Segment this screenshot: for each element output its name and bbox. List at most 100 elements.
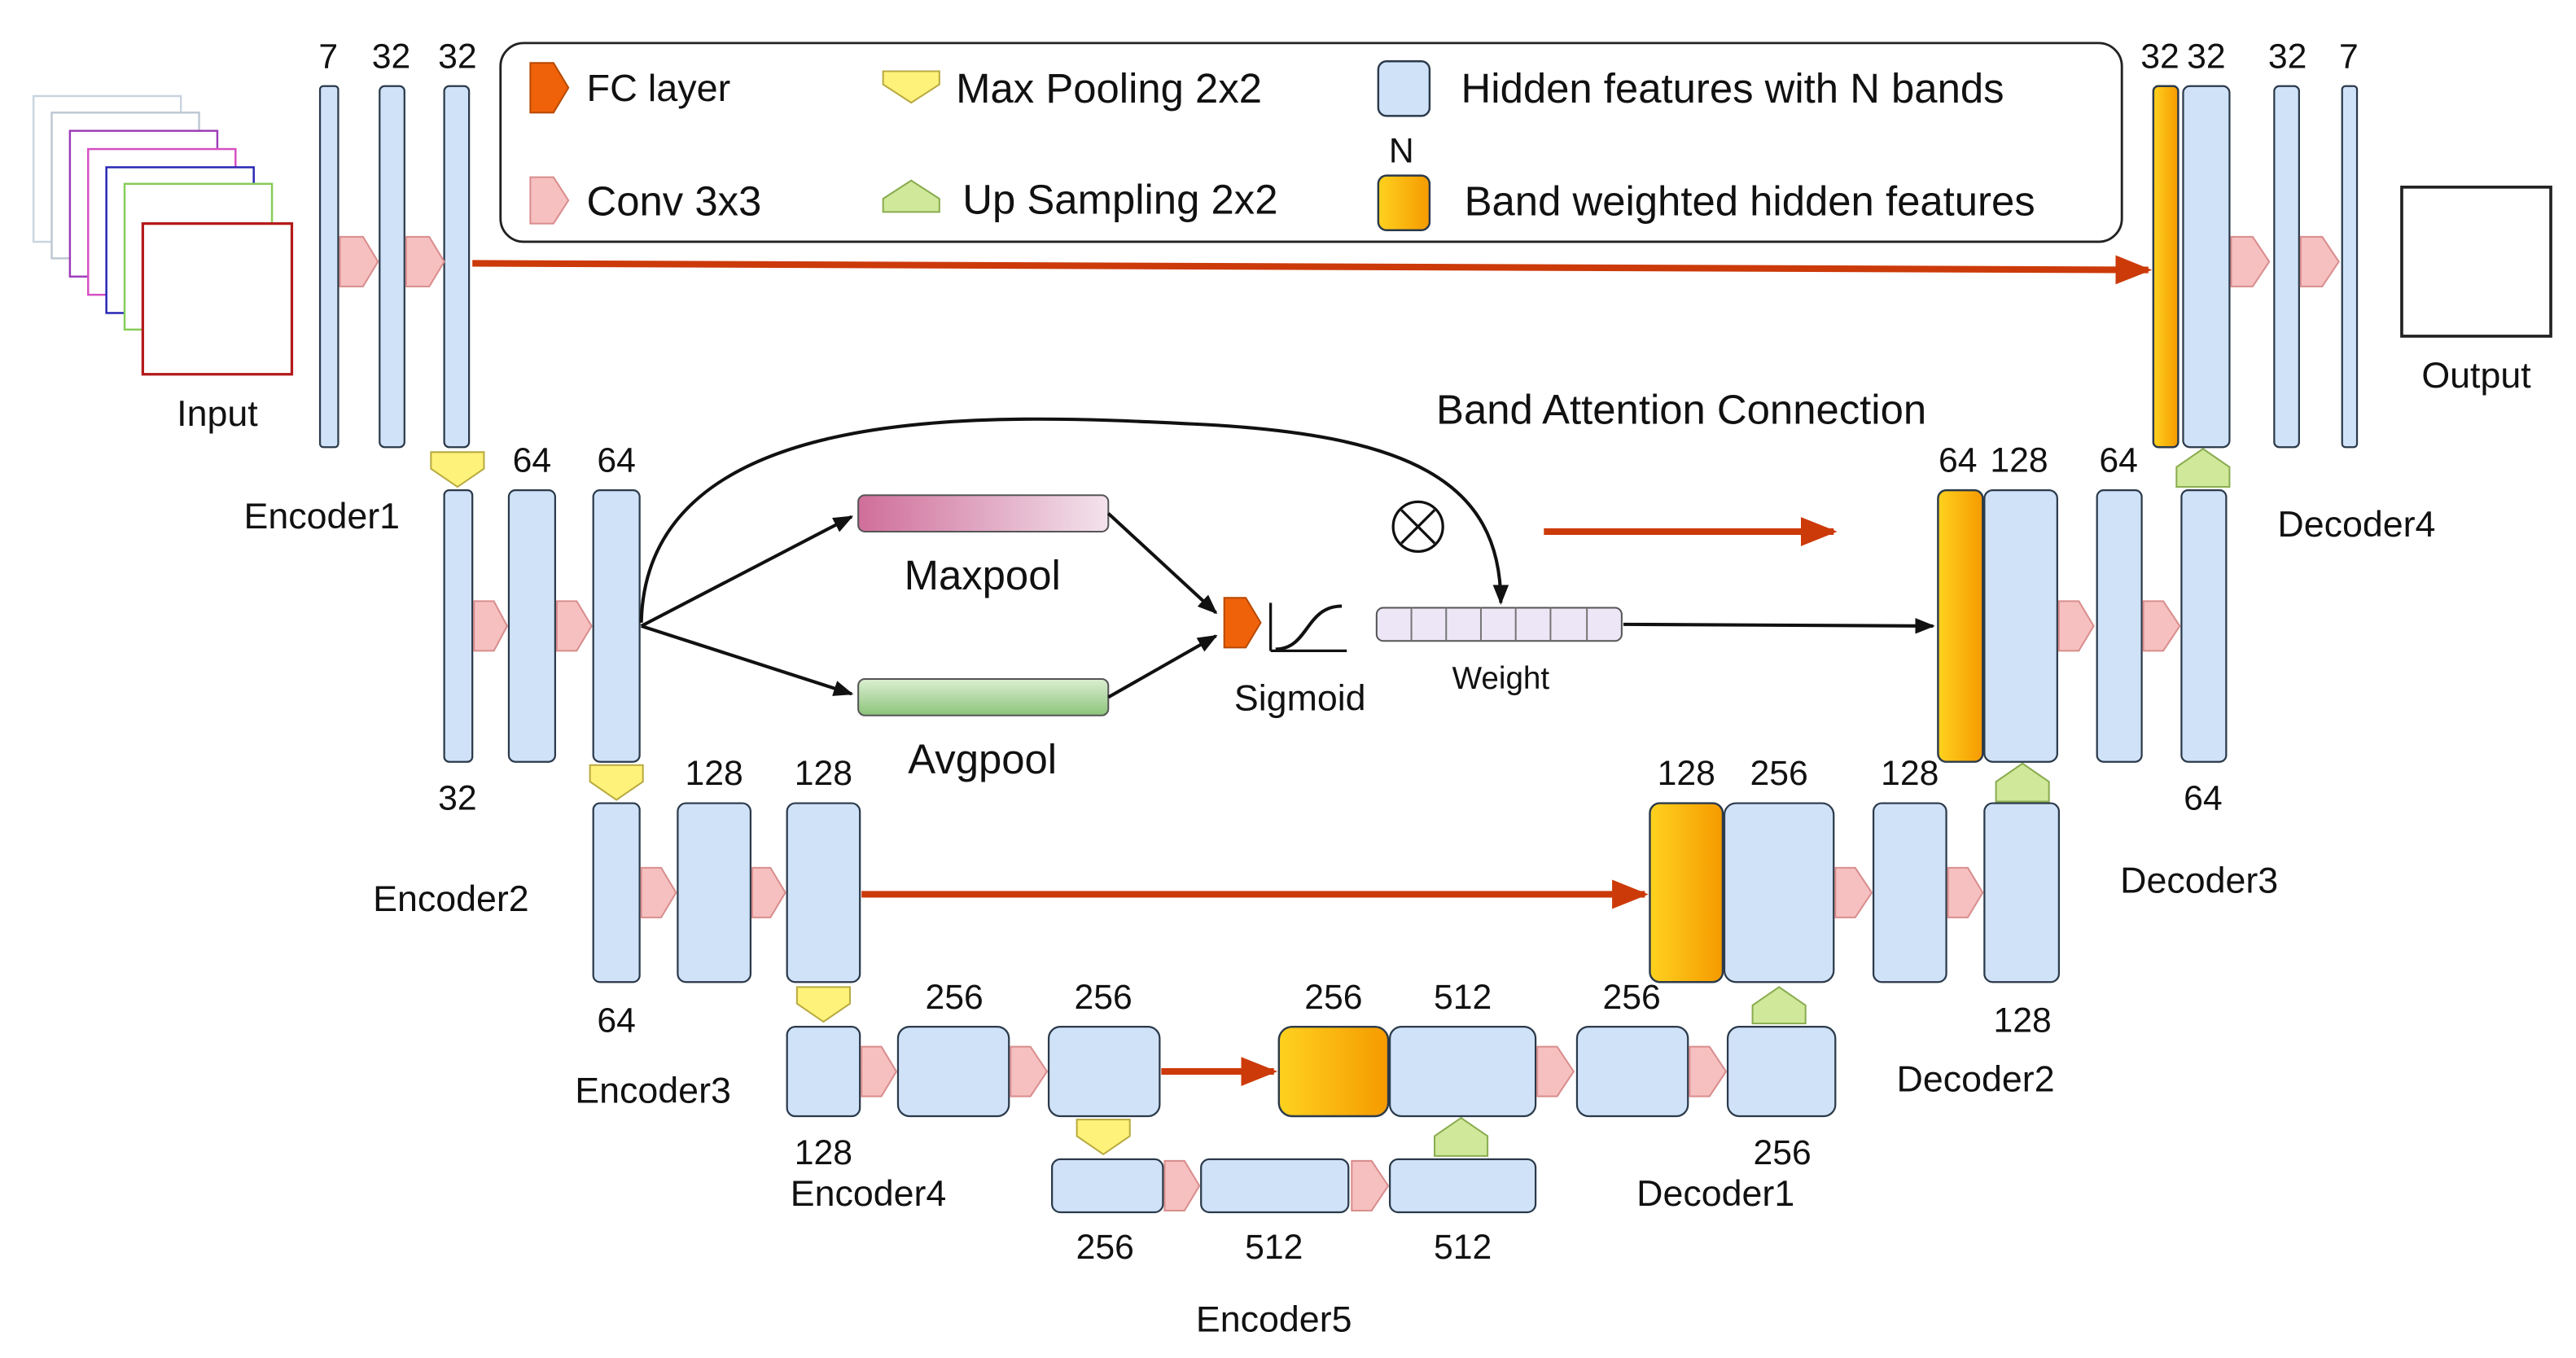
conv-icon	[1010, 1045, 1049, 1097]
curved-arrow	[639, 417, 1509, 623]
decoder2-label: Decoder2	[1897, 1059, 2055, 1100]
feature-map	[1388, 1026, 1537, 1118]
band-count: 64	[2099, 441, 2138, 480]
feature-map	[318, 85, 340, 449]
band-count: 128	[795, 1133, 852, 1172]
encoder1-label: Encoder1	[243, 496, 400, 537]
legend-fc-layer: FC layer	[587, 67, 731, 109]
up-sampling-icon	[1995, 762, 2050, 803]
feature-map	[677, 802, 752, 983]
conv-icon	[2142, 600, 2181, 652]
band-count: 128	[795, 754, 852, 793]
band-count: 256	[1304, 978, 1362, 1017]
avgpool-bar	[857, 677, 1110, 716]
conv-icon	[555, 600, 593, 652]
band-count: 64	[1939, 441, 1978, 480]
feature-map	[1047, 1026, 1161, 1118]
fc-layer-icon	[529, 62, 570, 114]
feature-map	[1726, 1026, 1837, 1118]
feature-map	[896, 1026, 1010, 1118]
up-sampling-icon	[1434, 1116, 1489, 1157]
feature-map	[1723, 802, 1835, 983]
feature-map	[1200, 1158, 1350, 1214]
feature-map	[2273, 85, 2300, 449]
feature-map	[2096, 488, 2143, 763]
band-count: 32	[2140, 37, 2180, 76]
conv-icon	[1351, 1159, 1390, 1211]
band-count: 128	[1990, 441, 2048, 480]
band-count: 256	[1076, 1228, 1134, 1267]
band-count: 64	[513, 441, 552, 480]
feature-map	[1983, 802, 2061, 983]
band-count: 256	[1602, 978, 1660, 1017]
band-count: 256	[1750, 754, 1807, 793]
band-attention-module: Band Attention Connection Maxpool Avgpoo…	[639, 387, 1935, 782]
band-count: 128	[1881, 754, 1939, 793]
conv-icon	[529, 176, 570, 225]
band-weighted-icon	[1377, 174, 1431, 231]
encoder5: 256 512 512	[1051, 1116, 1537, 1267]
band-weighted-feature	[1937, 488, 1984, 763]
band-count: 32	[438, 37, 477, 76]
feature-map	[786, 802, 861, 983]
decoder1-label: Decoder1	[1636, 1173, 1794, 1214]
output-label: Output	[2421, 355, 2531, 396]
maxpool-bar	[857, 494, 1110, 532]
conv-icon	[339, 235, 379, 287]
conv-icon	[1834, 866, 1873, 918]
feature-map	[1388, 1158, 1537, 1214]
decoder1: 256 512 256 256	[1277, 978, 1837, 1172]
max-pooling-icon	[795, 986, 851, 1023]
legend-max-pooling: Max Pooling 2x2	[956, 65, 1262, 112]
band-weighted-feature	[1649, 802, 1724, 983]
band-count: 64	[597, 441, 636, 480]
decoder4-label: Decoder4	[2277, 504, 2435, 545]
band-count: 7	[2339, 37, 2359, 76]
up-sampling-icon	[1751, 986, 1807, 1025]
band-count: 512	[1245, 1228, 1303, 1267]
arrow-maxpool-to-fc	[1106, 512, 1218, 615]
band-count: 256	[925, 978, 983, 1017]
arrow-to-maxpool	[640, 515, 854, 628]
conv-icon	[473, 600, 509, 652]
band-count: 512	[1434, 1228, 1492, 1267]
weight-label: Weight	[1452, 661, 1550, 696]
feature-map	[379, 85, 405, 449]
hidden-features-icon	[1377, 60, 1431, 117]
input-label: Input	[177, 393, 258, 434]
band-weighted-feature	[2152, 85, 2180, 449]
band-count: 64	[597, 1001, 636, 1040]
conv-icon	[751, 866, 786, 918]
encoder4-label: Encoder4	[791, 1173, 947, 1214]
encoder2: 32 64 64	[438, 441, 644, 818]
band-count: 64	[2184, 779, 2223, 818]
feature-map	[1051, 1158, 1164, 1214]
band-count: 512	[1434, 978, 1492, 1017]
conv-icon	[2230, 235, 2271, 287]
maxpool-label: Maxpool	[905, 552, 1061, 598]
legend-conv: Conv 3x3	[587, 177, 762, 224]
conv-icon	[640, 866, 677, 918]
conv-icon	[2057, 600, 2095, 652]
legend-up-sampling: Up Sampling 2x2	[962, 176, 1277, 222]
max-pooling-icon	[1076, 1119, 1131, 1156]
decoder3: 64 128 64 64	[1937, 441, 2231, 818]
arrow-weight-to-decoder3	[1623, 618, 1935, 634]
feature-map	[1983, 488, 2058, 763]
arrow-to-avgpool	[641, 624, 854, 696]
skip-arrow	[472, 255, 2153, 285]
legend-n-label: N	[1389, 131, 1414, 170]
output-box	[2400, 186, 2552, 338]
feature-map	[443, 85, 471, 449]
up-sampling-icon	[882, 179, 940, 213]
feature-map	[2180, 488, 2228, 763]
max-pooling-icon	[430, 451, 485, 488]
band-count: 128	[1658, 754, 1715, 793]
multiply-icon	[1391, 500, 1444, 553]
avgpool-label: Avgpool	[908, 736, 1057, 782]
band-count: 256	[1075, 978, 1132, 1017]
conv-icon	[2299, 235, 2340, 287]
feature-map	[443, 488, 474, 763]
band-count: 7	[318, 37, 338, 76]
